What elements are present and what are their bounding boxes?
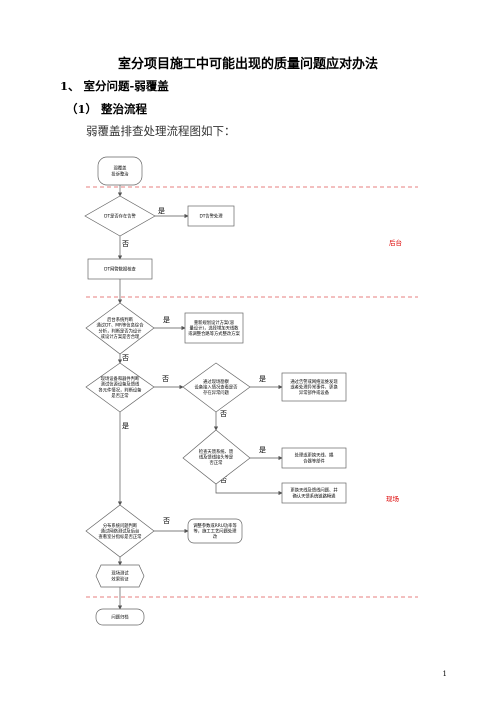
zone-label-site: 现场 <box>386 494 400 503</box>
zone-label-backend: 后台 <box>389 238 402 247</box>
node-label-q-interference: 通过现场勘察设备接入情况查看是否存在异常问题 <box>195 378 239 396</box>
end-node <box>95 608 145 626</box>
process-dt-data-check <box>87 258 153 280</box>
decision-antenna-feeder <box>182 429 251 485</box>
process-fix-feeder <box>281 482 347 504</box>
node-label-dt-alarm: DT告警处理 <box>199 213 223 220</box>
node-label-q-rf-test: 分布系统问题判断通过网络测试及后台查看室分指标是否正常 <box>99 522 142 540</box>
node-label-q-drive-test: DT是否存在告警 <box>104 213 136 220</box>
node-label-verify: 现场测试效果验证 <box>111 570 129 583</box>
branch-yes-label: 是 <box>259 375 266 383</box>
process-optimize-params <box>187 518 243 544</box>
branch-yes-label: 是 <box>259 446 266 454</box>
node-label-end: 问题归档 <box>111 614 128 621</box>
branch-no-label: 否 <box>162 375 169 383</box>
node-label-q-backend-judge: 后台系统判断通过DT、MR等信息综合分析，判断是否为设计或设计方案是否合理 <box>96 316 144 340</box>
node-label-q-antenna: 检查天馈系统、馈线及馈线接头等是否正常 <box>199 448 234 466</box>
branch-yes-label: 是 <box>163 316 170 324</box>
start-node <box>97 156 143 186</box>
node-label-q-equipment: 现场设备和器件判断测试信源设备及馈线各元件情况，判断设备是否正常 <box>99 375 143 399</box>
node-label-start: 弱覆盖投诉整治 <box>111 165 129 178</box>
process-fix-antenna <box>281 447 347 469</box>
branch-no-label: 否 <box>122 240 129 248</box>
decision-dt-alarm <box>84 195 156 237</box>
branch-no-label: 否 <box>163 517 170 525</box>
decision-distribution-system <box>85 504 155 558</box>
node-label-fix-equipment: 通过告警或网络运维发现或者处理异常事件、更换异常部件或设备 <box>290 378 338 396</box>
process-dt-alarm-handling <box>187 205 235 227</box>
page-number: 1 <box>442 670 447 678</box>
node-label-redesign: 重新规划设计方案(容量设计)，选择增加天线数或调整合路等方式整改方案 <box>188 319 240 337</box>
process-redesign-plan <box>184 312 244 344</box>
process-fix-equipment <box>281 372 347 402</box>
decision-site-survey <box>182 362 251 413</box>
branch-no-label: 否 <box>220 410 227 418</box>
page-title: 室分项目施工中可能出现的质量问题应对办法 <box>117 57 378 72</box>
intro-paragraph: 弱覆盖排查处理流程图如下： <box>86 124 236 138</box>
node-label-fix-antenna: 处理或更换天线、耦合器等部件 <box>295 452 334 465</box>
node-label-dt-analysis: DT网管数据核查 <box>104 266 136 273</box>
branch-yes-label: 是 <box>122 422 129 430</box>
branch-yes-label: 是 <box>158 207 165 215</box>
node-label-optimize: 调整参数或RRU功率等等，施工工艺问题处理改 <box>193 522 237 540</box>
decision-backend-judgement <box>85 302 155 355</box>
section-heading: 1、 室分问题-弱覆盖 <box>60 79 169 93</box>
verify-node <box>95 564 145 588</box>
branch-no-label: 否 <box>122 354 129 362</box>
branch-no-label: 否 <box>220 476 227 484</box>
decision-equipment-check <box>85 362 155 413</box>
subsection-heading: （1） 整治流程 <box>66 102 148 116</box>
node-label-fix-feeder: 更换天线及馈线问题、并确认天馈系统链路畅通 <box>290 487 338 500</box>
